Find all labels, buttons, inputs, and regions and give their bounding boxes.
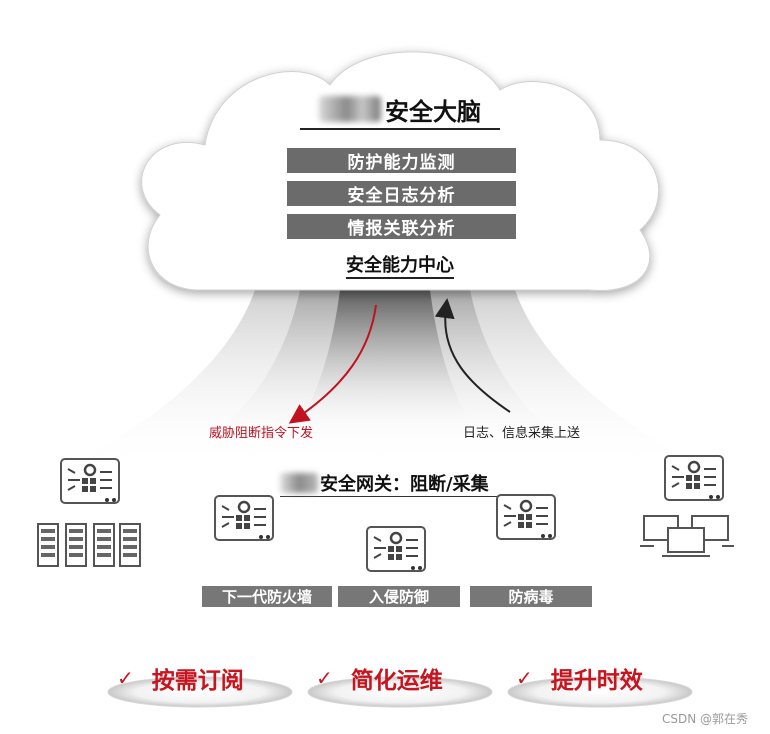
benefit-simplified-ops-text: 简化运维 (350, 668, 443, 694)
gateway-device-icon (60, 458, 120, 504)
monitors-icon (640, 515, 734, 557)
cloud-title: 安全大脑 (300, 92, 500, 130)
benefit-on-demand-text: 按需订阅 (151, 668, 244, 694)
function-ips: 入侵防御 (338, 586, 460, 607)
function-monitoring: 防护能力监测 (287, 148, 516, 173)
watermark: CSDN @郭在秀 (662, 712, 749, 726)
benefit-base-3 (507, 676, 693, 708)
gateway-device-icon-right (664, 455, 724, 501)
benefit-base-1 (107, 676, 293, 708)
benefit-simplified-ops: ✓ 简化运维 (316, 660, 443, 696)
redacted-brand-mark-small (280, 473, 318, 493)
check-icon: ✓ (117, 666, 134, 690)
gateway-title-text: 安全网关：阻断/采集 (320, 474, 489, 495)
function-intel-correlation: 情报关联分析 (287, 214, 516, 239)
upload-arrow (434, 298, 511, 413)
benefit-timeliness: ✓ 提升时效 (516, 660, 643, 696)
threat-arrow (288, 304, 377, 424)
capability-center: 安全能力中心 (300, 251, 500, 279)
ips-device-icon (366, 526, 426, 572)
firewall-device-icon (214, 495, 274, 541)
function-log-analysis: 安全日志分析 (287, 181, 516, 206)
server-racks-icon (37, 523, 141, 567)
gateway-title: 安全网关：阻断/采集 (280, 470, 540, 497)
capability-center-text: 安全能力中心 (346, 255, 454, 279)
cloud-title-text: 安全大脑 (385, 97, 481, 126)
threat-command-label: 威胁阻断指令下发 (209, 426, 314, 441)
benefit-timeliness-text: 提升时效 (550, 668, 643, 694)
benefit-on-demand: ✓ 按需订阅 (117, 660, 244, 696)
check-icon: ✓ (516, 666, 533, 690)
function-antivirus: 防病毒 (470, 586, 592, 607)
check-icon: ✓ (316, 666, 333, 690)
benefit-base-2 (307, 676, 493, 708)
redacted-brand-mark (319, 96, 381, 122)
function-ngfw: 下一代防火墙 (202, 586, 332, 607)
log-upload-label: 日志、信息采集上送 (463, 426, 581, 441)
antivirus-device-icon (496, 494, 556, 540)
